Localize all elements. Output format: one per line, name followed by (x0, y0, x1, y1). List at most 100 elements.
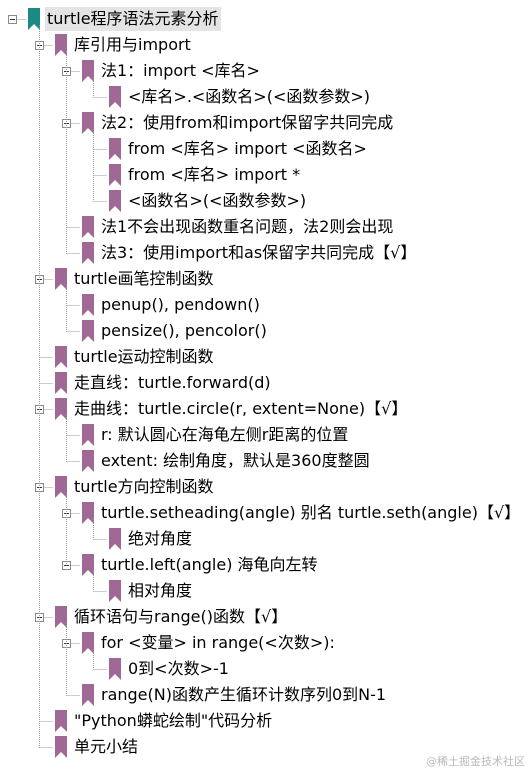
collapse-toggle-icon[interactable] (62, 561, 71, 570)
tree-node[interactable]: <库名>.<函数名>(<函数参数>) (0, 84, 531, 110)
tree-node[interactable]: 绝对角度 (0, 526, 531, 552)
watermark: @稀土掘金技术社区 (426, 755, 525, 768)
tree-node[interactable]: 法2：使用from和import保留字共同完成 (0, 110, 531, 136)
tree-node[interactable]: <函数名>(<函数参数>) (0, 188, 531, 214)
bookmark-purple-icon (109, 86, 121, 108)
tree-node-label[interactable]: from <库名> import <函数名> (128, 139, 367, 158)
tree-node[interactable]: turtle.setheading(angle) 别名 turtle.seth(… (0, 500, 531, 526)
tree-node[interactable]: 法1不会出现函数重名问题，法2则会出现 (0, 214, 531, 240)
bookmark-purple-icon (82, 60, 94, 82)
bookmark-purple-icon (82, 424, 94, 446)
tree-node-label[interactable]: 循环语句与range()函数【√】 (74, 607, 288, 626)
bookmark-purple-icon (55, 710, 67, 732)
tree-node-label[interactable]: turtle画笔控制函数 (74, 269, 214, 288)
collapse-toggle-icon[interactable] (35, 483, 44, 492)
tree-node-label[interactable]: from <库名> import * (128, 165, 301, 184)
tree-node[interactable]: extent: 绘制角度，默认是360度整圆 (0, 448, 531, 474)
bookmark-purple-icon (109, 138, 121, 160)
tree-node-label[interactable]: 库引用与import (74, 35, 191, 54)
bookmark-purple-icon (55, 398, 67, 420)
collapse-toggle-icon[interactable] (35, 41, 44, 50)
tree-node[interactable]: 走直线：turtle.forward(d) (0, 370, 531, 396)
bookmark-purple-icon (82, 554, 94, 576)
bookmark-purple-icon (82, 684, 94, 706)
bookmark-purple-icon (109, 190, 121, 212)
bookmark-purple-icon (55, 34, 67, 56)
tree-node-label[interactable]: r: 默认圆心在海龟左侧r距离的位置 (101, 425, 349, 444)
bookmark-teal-icon (28, 8, 40, 30)
bookmark-purple-icon (82, 320, 94, 342)
collapse-toggle-icon[interactable] (62, 639, 71, 648)
tree-node-label[interactable]: 走直线：turtle.forward(d) (74, 373, 271, 392)
tree-node-label[interactable]: for <变量> in range(<次数>): (101, 633, 335, 652)
bookmark-purple-icon (82, 112, 94, 134)
tree-node-label[interactable]: 法1：import <库名> (101, 61, 260, 80)
tree-node-label[interactable]: turtle运动控制函数 (74, 347, 214, 366)
bookmark-purple-icon (82, 632, 94, 654)
collapse-toggle-icon[interactable] (8, 15, 17, 24)
bookmark-purple-icon (82, 242, 94, 264)
bookmark-purple-icon (55, 346, 67, 368)
bookmark-purple-icon (55, 606, 67, 628)
bookmark-purple-icon (82, 294, 94, 316)
tree-node[interactable]: 0到<次数>-1 (0, 656, 531, 682)
tree-node-label[interactable]: penup(), pendown() (101, 295, 260, 314)
bookmark-purple-icon (109, 164, 121, 186)
bookmark-purple-icon (55, 268, 67, 290)
tree-node[interactable]: turtle程序语法元素分析 (0, 6, 531, 32)
tree-node-label[interactable]: 法1不会出现函数重名问题，法2则会出现 (101, 217, 394, 236)
tree-node[interactable]: from <库名> import <函数名> (0, 136, 531, 162)
bookmark-purple-icon (55, 476, 67, 498)
collapse-toggle-icon[interactable] (35, 613, 44, 622)
bookmark-purple-icon (109, 658, 121, 680)
collapse-toggle-icon[interactable] (62, 67, 71, 76)
tree-node[interactable]: 单元小结 (0, 734, 531, 760)
tree-node[interactable]: penup(), pendown() (0, 292, 531, 318)
bookmark-purple-icon (109, 580, 121, 602)
collapse-toggle-icon[interactable] (35, 275, 44, 284)
bookmark-purple-icon (109, 528, 121, 550)
tree-node[interactable]: turtle方向控制函数 (0, 474, 531, 500)
tree-node-label[interactable]: <库名>.<函数名>(<函数参数>) (128, 87, 371, 106)
tree-node[interactable]: 走曲线：turtle.circle(r, extent=None)【√】 (0, 396, 531, 422)
tree-node[interactable]: 库引用与import (0, 32, 531, 58)
bookmark-purple-icon (55, 372, 67, 394)
tree-node[interactable]: turtle.left(angle) 海龟向左转 (0, 552, 531, 578)
collapse-toggle-icon[interactable] (35, 405, 44, 414)
bookmark-purple-icon (82, 502, 94, 524)
tree-node[interactable]: 循环语句与range()函数【√】 (0, 604, 531, 630)
tree-node[interactable]: 法3：使用import和as保留字共同完成【√】 (0, 240, 531, 266)
tree-node[interactable]: turtle运动控制函数 (0, 344, 531, 370)
tree-node-label[interactable]: extent: 绘制角度，默认是360度整圆 (101, 451, 370, 470)
tree-node-label[interactable]: "Python蟒蛇绘制"代码分析 (74, 711, 273, 730)
tree-node-label[interactable]: turtle程序语法元素分析 (45, 7, 221, 31)
tree-node-label[interactable]: turtle.left(angle) 海龟向左转 (101, 555, 318, 574)
tree-node-label[interactable]: <函数名>(<函数参数>) (128, 191, 307, 210)
tree-node[interactable]: 法1：import <库名> (0, 58, 531, 84)
tree-node-label[interactable]: 相对角度 (128, 581, 193, 600)
tree-node[interactable]: "Python蟒蛇绘制"代码分析 (0, 708, 531, 734)
tree-node[interactable]: for <变量> in range(<次数>): (0, 630, 531, 656)
tree-node-label[interactable]: 法3：使用import和as保留字共同完成【√】 (101, 243, 417, 262)
tree-node-label[interactable]: turtle.setheading(angle) 别名 turtle.seth(… (101, 503, 521, 522)
tree-node-label[interactable]: turtle方向控制函数 (74, 477, 214, 496)
tree-node-label[interactable]: range(N)函数产生循环计数序列0到N-1 (101, 685, 387, 704)
collapse-toggle-icon[interactable] (62, 509, 71, 518)
tree-node[interactable]: pensize(), pencolor() (0, 318, 531, 344)
tree-node[interactable]: 相对角度 (0, 578, 531, 604)
tree-node[interactable]: r: 默认圆心在海龟左侧r距离的位置 (0, 422, 531, 448)
tree-node-label[interactable]: 0到<次数>-1 (128, 659, 229, 678)
tree-node-label[interactable]: 单元小结 (74, 737, 139, 756)
bookmark-purple-icon (82, 450, 94, 472)
bookmark-purple-icon (55, 736, 67, 758)
tree-node[interactable]: turtle画笔控制函数 (0, 266, 531, 292)
bookmark-purple-icon (82, 216, 94, 238)
tree-node-label[interactable]: 绝对角度 (128, 529, 193, 548)
collapse-toggle-icon[interactable] (62, 119, 71, 128)
tree-node[interactable]: from <库名> import * (0, 162, 531, 188)
tree-node-label[interactable]: pensize(), pencolor() (101, 321, 267, 340)
tree-node-label[interactable]: 走曲线：turtle.circle(r, extent=None)【√】 (74, 399, 408, 418)
tree-node-label[interactable]: 法2：使用from和import保留字共同完成 (101, 113, 394, 132)
tree-node[interactable]: range(N)函数产生循环计数序列0到N-1 (0, 682, 531, 708)
